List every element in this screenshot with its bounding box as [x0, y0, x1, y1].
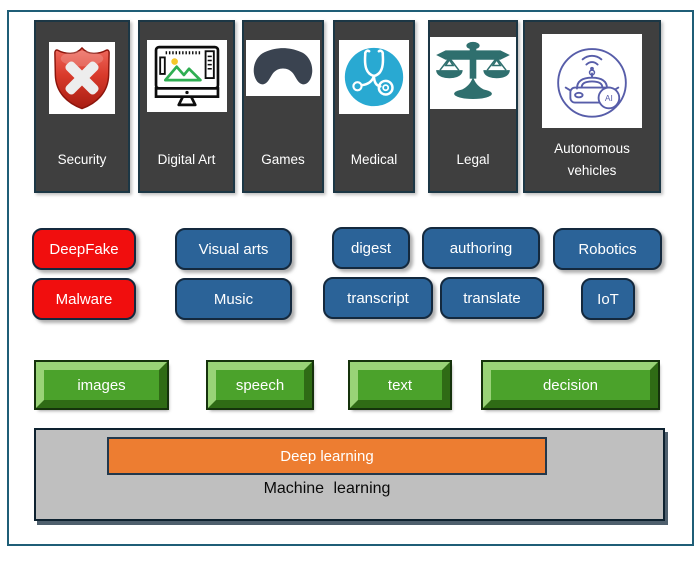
ai-badge-text: AI: [605, 93, 613, 103]
app-pill-digest: digest: [332, 227, 410, 269]
autonomous-icon-box: AI: [542, 34, 642, 128]
medical-icon-box: [339, 40, 409, 114]
domain-label: Games: [261, 152, 305, 168]
domain-label: Digital Art: [157, 152, 216, 168]
app-pill-robotics: Robotics: [553, 228, 662, 270]
domain-card-games: Games: [242, 20, 324, 193]
domain-card-medical: Medical: [333, 20, 415, 193]
app-pill-translate: translate: [440, 277, 544, 319]
domain-card-security: Security: [34, 20, 130, 193]
machine-learning-box: Deep learning Machine learning: [34, 428, 665, 521]
legal-icon-box: [430, 37, 516, 109]
data-type-button-speech: speech: [208, 362, 312, 408]
games-icon-box: [246, 40, 320, 96]
security-icon-box: [49, 42, 115, 114]
data-type-button-decision: decision: [483, 362, 658, 408]
domain-label: Legal: [456, 152, 490, 168]
data-type-button-text: text: [350, 362, 450, 408]
app-pill-authoring: authoring: [422, 227, 540, 269]
domain-card-digital-art: Digital Art: [138, 20, 235, 193]
digital-art-icon-box: [146, 40, 227, 112]
machine-learning-label: Machine learning: [263, 480, 391, 497]
app-pill-malware: Malware: [32, 278, 136, 320]
autonomous-car-icon: AI: [557, 48, 627, 118]
data-type-button-images: images: [36, 362, 167, 408]
domain-label: Medical: [350, 152, 398, 168]
domain-card-legal: Legal: [428, 20, 518, 193]
digital-art-monitor-icon: [154, 45, 219, 107]
game-controller-icon: [253, 48, 313, 85]
stethoscope-icon: [344, 47, 404, 107]
domain-card-autonomous-vehicles: AI Autonomous vehicles: [523, 20, 661, 193]
app-pill-deepfake: DeepFake: [32, 228, 136, 270]
shield-x-icon: [54, 46, 110, 110]
outer-frame: [7, 10, 694, 546]
domain-label: Security: [57, 152, 107, 168]
app-pill-visual-arts: Visual arts: [175, 228, 292, 270]
balance-scale-icon: [436, 41, 510, 99]
deep-learning-bar: Deep learning: [107, 437, 547, 475]
domain-label: Autonomous vehicles: [554, 141, 630, 178]
app-pill-music: Music: [175, 278, 292, 320]
app-pill-transcript: transcript: [323, 277, 433, 319]
app-pill-iot: IoT: [581, 278, 635, 320]
